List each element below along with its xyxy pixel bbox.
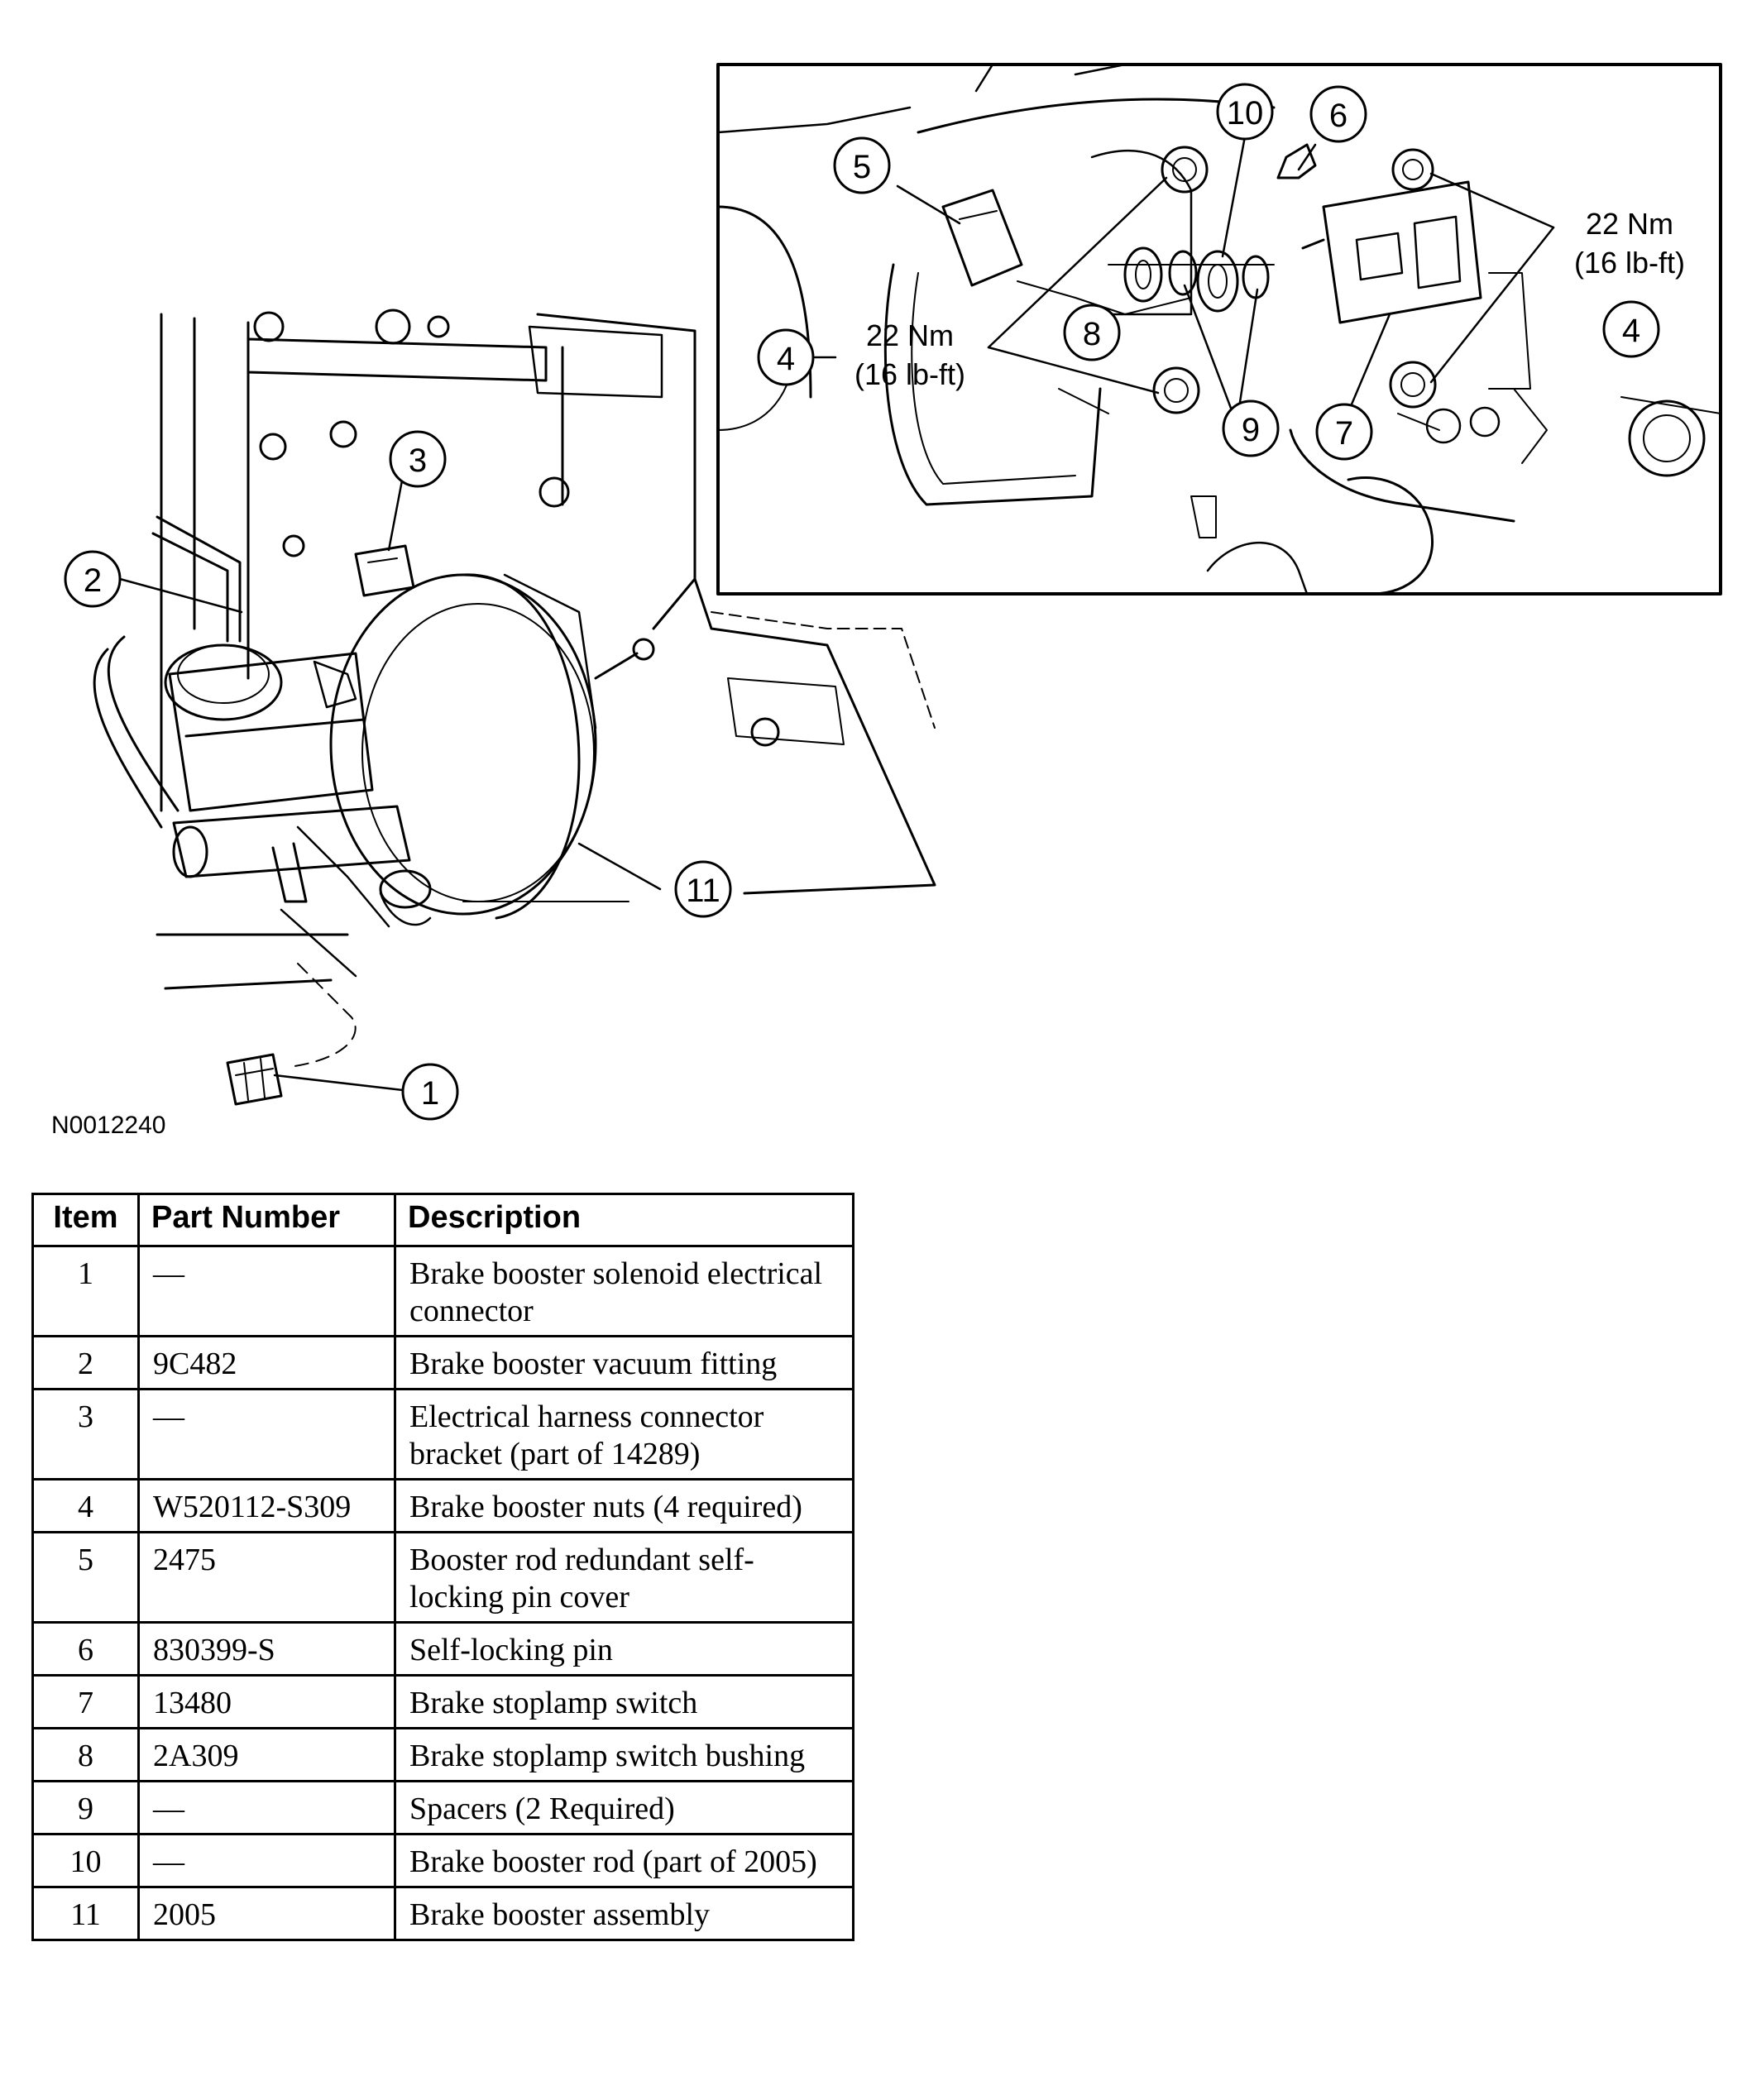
cell-description: Electrical harness connector bracket (pa…	[394, 1388, 854, 1481]
inset-leader-lines	[813, 135, 1555, 425]
figure-id: N0012240	[51, 1112, 165, 1139]
cell-item: 2	[31, 1335, 140, 1390]
callout-7: 7	[1315, 403, 1373, 461]
cell-description: Brake stoplamp switch bushing	[394, 1727, 854, 1782]
callout-6: 6	[1309, 85, 1367, 143]
callout-3: 3	[389, 430, 447, 488]
cell-part-number: —	[137, 1245, 396, 1337]
cell-item: 4	[31, 1478, 140, 1533]
cell-part-number: 9C482	[137, 1335, 396, 1390]
main-leader-lines	[118, 462, 662, 1092]
table-row: 9—Spacers (2 Required)	[31, 1780, 854, 1835]
cell-part-number: 2475	[137, 1531, 396, 1624]
torque-label-right: 22 Nm (16 lb-ft)	[1574, 207, 1685, 280]
header-item: Item	[31, 1193, 140, 1247]
cell-part-number: 13480	[137, 1674, 396, 1729]
cell-part-number: 2A309	[137, 1727, 396, 1782]
cell-item: 1	[31, 1245, 140, 1337]
callout-9-label: 9	[1242, 412, 1260, 448]
torque-imperial-right: (16 lb-ft)	[1574, 246, 1685, 280]
header-description: Description	[394, 1193, 854, 1247]
master-cylinder	[164, 643, 411, 978]
firewall-structure	[156, 309, 936, 990]
inset-frame	[716, 63, 1722, 596]
callout-4-left-label: 4	[777, 341, 795, 377]
brake-booster	[329, 573, 655, 926]
cell-part-number: W520112-S309	[137, 1478, 396, 1533]
callout-9: 9	[1222, 399, 1280, 457]
cell-item: 10	[31, 1833, 140, 1888]
cell-description: Brake booster assembly	[394, 1886, 854, 1941]
table-row: 3—Electrical harness connector bracket (…	[31, 1388, 854, 1481]
torque-imperial-left: (16 lb-ft)	[854, 357, 965, 391]
torque-label-left: 22 Nm (16 lb-ft)	[854, 318, 965, 391]
callout-4-left: 4	[757, 328, 815, 386]
parts-table: Item Part Number Description 1—Brake boo…	[31, 1193, 854, 1941]
callout-6-label: 6	[1329, 98, 1348, 134]
cell-description: Spacers (2 Required)	[394, 1780, 854, 1835]
torque-value-left: 22 Nm	[866, 318, 954, 352]
cell-description: Brake booster vacuum fitting	[394, 1335, 854, 1390]
cell-item: 9	[31, 1780, 140, 1835]
inset-pin-bushing-spacers	[1108, 143, 1317, 313]
callout-4-right: 4	[1602, 300, 1660, 358]
cell-description: Brake stoplamp switch	[394, 1674, 854, 1729]
callout-5-label: 5	[853, 149, 871, 185]
cell-part-number: —	[137, 1388, 396, 1481]
cell-item: 6	[31, 1621, 140, 1677]
callout-7-label: 7	[1335, 415, 1353, 452]
cell-description: Self-locking pin	[394, 1621, 854, 1677]
callout-2-label: 2	[84, 562, 102, 599]
cell-part-number: —	[137, 1780, 396, 1835]
callout-2: 2	[64, 550, 122, 608]
cell-item: 3	[31, 1388, 140, 1481]
cell-description: Brake booster rod (part of 2005)	[394, 1833, 854, 1888]
brake-booster-diagram: 22 Nm (16 lb-ft) 22 Nm (16 lb-ft) 1 2 3 …	[51, 63, 1722, 1139]
table-row: 10—Brake booster rod (part of 2005)	[31, 1833, 854, 1888]
solenoid-connector	[226, 963, 357, 1106]
callout-1-label: 1	[421, 1075, 439, 1112]
callout-4-right-label: 4	[1622, 313, 1640, 349]
harness-connector-bracket	[354, 544, 415, 597]
torque-value-right: 22 Nm	[1586, 207, 1673, 241]
cell-item: 5	[31, 1531, 140, 1624]
callout-10: 10	[1216, 83, 1274, 141]
callout-5: 5	[833, 136, 891, 194]
table-header-row: Item Part Number Description	[31, 1193, 854, 1247]
cell-description: Brake booster nuts (4 required)	[394, 1478, 854, 1533]
header-part-number: Part Number	[137, 1193, 396, 1247]
cell-item: 8	[31, 1727, 140, 1782]
cell-part-number: —	[137, 1833, 396, 1888]
table-row: 1—Brake booster solenoid electrical conn…	[31, 1245, 854, 1337]
cell-description: Brake booster solenoid electrical connec…	[394, 1245, 854, 1337]
cell-item: 7	[31, 1674, 140, 1729]
callout-11-label: 11	[686, 873, 720, 909]
vacuum-hose	[93, 515, 242, 829]
callout-1: 1	[401, 1063, 459, 1121]
inset-booster-nuts	[1152, 146, 1501, 444]
callout-8-label: 8	[1083, 316, 1101, 352]
callout-10-label: 10	[1227, 95, 1264, 132]
callout-11: 11	[674, 860, 732, 918]
cell-part-number: 830399-S	[137, 1621, 396, 1677]
callout-8: 8	[1063, 304, 1121, 361]
cell-item: 11	[31, 1886, 140, 1941]
cell-part-number: 2005	[137, 1886, 396, 1941]
callout-3-label: 3	[409, 442, 427, 479]
cell-description: Booster rod redundant self-locking pin c…	[394, 1531, 854, 1624]
